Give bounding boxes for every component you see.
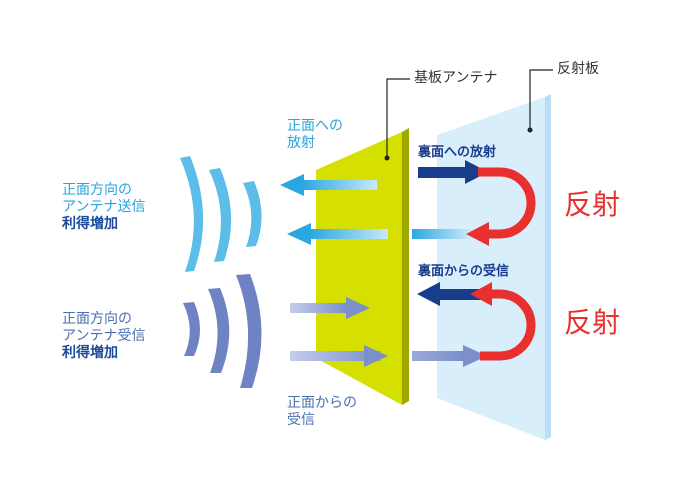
tx-gain-label: 正面方向の アンテナ送信 利得増加	[62, 182, 145, 232]
tx-wave-arc-3	[243, 181, 262, 247]
rx-wave-arc-3	[236, 274, 262, 388]
rx-gain-label: 正面方向の アンテナ受信 利得増加	[62, 311, 145, 361]
reflection-label-upper: 反射	[564, 188, 621, 221]
reflection-label-lower: 反射	[564, 306, 621, 339]
reflector-leader-line	[529, 69, 553, 130]
reflection-arrow-lower	[470, 282, 536, 361]
tx-gain-line-2: アンテナ送信	[62, 198, 146, 215]
antenna-board	[316, 128, 409, 405]
rx-gain-line-2: アンテナ受信	[62, 327, 146, 344]
reflector-label: 反射板	[557, 61, 599, 77]
tx-gain-line-3: 利得増加	[62, 215, 118, 232]
receive-waves	[183, 274, 262, 388]
reflection-arrow-upper	[466, 167, 536, 246]
back-emission-label: 裏面への放射	[418, 145, 497, 160]
front-emission-line-1: 正面への	[287, 118, 343, 134]
antenna-face	[316, 132, 402, 405]
front-emission-arrow-2	[287, 223, 388, 245]
front-reception-arrow-2	[290, 345, 388, 367]
front-emission-line-2: 放射	[287, 134, 315, 151]
back-emission-arrow	[418, 160, 488, 184]
back-tx-return-arrow	[412, 229, 474, 239]
reflector-leader-dot	[527, 127, 533, 133]
front-emission-label: 正面への 放射	[287, 118, 343, 152]
back-rx-arrow	[412, 345, 487, 367]
tx-gain-line-1: 正面方向の	[62, 182, 132, 198]
reflector-edge	[545, 94, 551, 440]
antenna-edge	[402, 128, 409, 405]
tx-wave-arc-1	[180, 156, 204, 272]
antenna-leader-line	[386, 78, 410, 158]
rx-gain-line-1: 正面方向の	[62, 311, 132, 327]
transmit-waves	[180, 156, 262, 272]
antenna-leader-dot	[384, 155, 390, 161]
tx-wave-arc-2	[209, 168, 232, 262]
rx-wave-arc-1	[183, 302, 200, 356]
antenna-label: 基板アンテナ	[414, 70, 498, 86]
front-reception-arrow-1	[290, 297, 370, 319]
front-reception-line-1: 正面からの	[287, 395, 357, 411]
front-reception-line-2: 受信	[287, 411, 315, 428]
back-reception-label: 裏面からの受信	[418, 264, 510, 279]
front-reception-label: 正面からの 受信	[287, 395, 357, 429]
front-emission-arrow-1	[280, 174, 377, 196]
rx-wave-arc-2	[208, 288, 230, 373]
back-reception-arrow	[417, 282, 485, 306]
rx-gain-line-3: 利得増加	[62, 344, 118, 361]
